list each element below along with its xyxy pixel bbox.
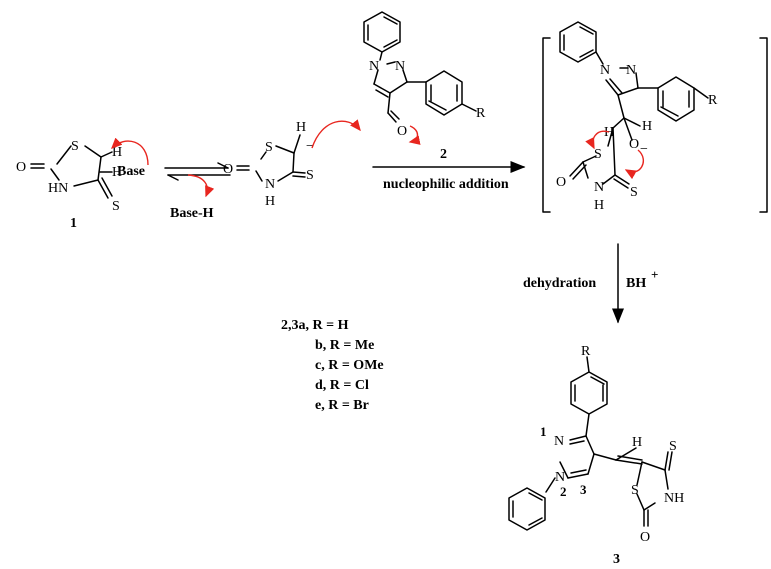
atom-n: N — [369, 59, 379, 74]
atom-h: H — [265, 194, 275, 209]
atom-s: S — [306, 168, 314, 183]
atom-n: N — [626, 63, 636, 78]
atom-n: N — [594, 180, 604, 195]
atom-s: S — [112, 199, 120, 214]
curved-arrow — [311, 119, 361, 149]
substituent-item: c, R = OMe — [315, 358, 384, 373]
dehydration-label: dehydration — [523, 276, 596, 291]
charge-minus: − — [306, 139, 314, 154]
atom-r: R — [708, 93, 718, 108]
compound-3-label: 3 — [613, 552, 620, 567]
bh-plus-superscript: + — [651, 267, 658, 282]
compound-3: R N N H S S NH O 1 2 3 3 — [508, 344, 684, 567]
atom-o: O — [223, 162, 233, 177]
position-label-2: 2 — [560, 484, 567, 499]
atom-s: S — [71, 139, 79, 154]
atom-s: S — [631, 483, 639, 498]
atom-r: R — [476, 106, 486, 121]
atom-n: N — [555, 470, 565, 485]
bh-plus-label: BH — [626, 276, 646, 291]
atom-o: O — [556, 175, 566, 190]
atom-n: N — [395, 59, 405, 74]
base-h-label: Base-H — [170, 206, 214, 221]
atom-o: O — [640, 530, 650, 545]
atom-o: O — [397, 124, 407, 139]
atom-s: S — [630, 185, 638, 200]
atom-h: H — [296, 120, 306, 135]
atom-s: S — [669, 439, 677, 454]
substituent-item: b, R = Me — [315, 338, 374, 353]
atom-h: H — [112, 165, 122, 180]
atom-s: S — [265, 140, 273, 155]
atom-hn: HN — [48, 181, 68, 196]
atom-h: H — [112, 145, 122, 160]
bracketed-intermediate: N N R H H O − S O N H S — [542, 21, 768, 213]
atom-h: H — [594, 198, 604, 213]
position-label-1: 1 — [540, 424, 547, 439]
atom-r: R — [581, 344, 591, 359]
compound-2: N N R O — [363, 11, 486, 139]
position-label-3: 3 — [580, 482, 587, 497]
substituent-list: 2,3a, R = H b, R = Me c, R = OMe d, R = … — [281, 318, 384, 413]
curved-arrow — [585, 130, 610, 150]
atom-nh: NH — [664, 491, 684, 506]
atom-o: O — [629, 137, 639, 152]
curved-arrow — [408, 125, 421, 145]
nucleophilic-addition-label: nucleophilic addition — [383, 177, 509, 192]
anion-intermediate: S O N H S H − — [223, 120, 314, 209]
curved-arrow — [624, 149, 644, 180]
atom-o: O — [16, 160, 26, 175]
atom-h: H — [642, 119, 652, 134]
base-label: Base — [117, 164, 145, 179]
compound-1: S O HN H H S 1 — [16, 139, 122, 231]
compound-1-label: 1 — [70, 216, 77, 231]
substituent-item: e, R = Br — [315, 398, 369, 413]
charge-minus: − — [640, 142, 648, 157]
compound-2-label: 2 — [440, 147, 447, 162]
curved-arrow — [111, 137, 149, 166]
curved-arrow — [187, 174, 215, 198]
equilibrium-arrows — [164, 162, 231, 181]
substituent-item: d, R = Cl — [315, 378, 369, 393]
atom-n: N — [554, 434, 564, 449]
atom-n: N — [265, 177, 275, 192]
atom-s: S — [594, 147, 602, 162]
atom-n: N — [600, 63, 610, 78]
substituent-item: 2,3a, R = H — [281, 318, 349, 333]
atom-h: H — [632, 435, 642, 450]
atom-h: H — [604, 125, 614, 140]
